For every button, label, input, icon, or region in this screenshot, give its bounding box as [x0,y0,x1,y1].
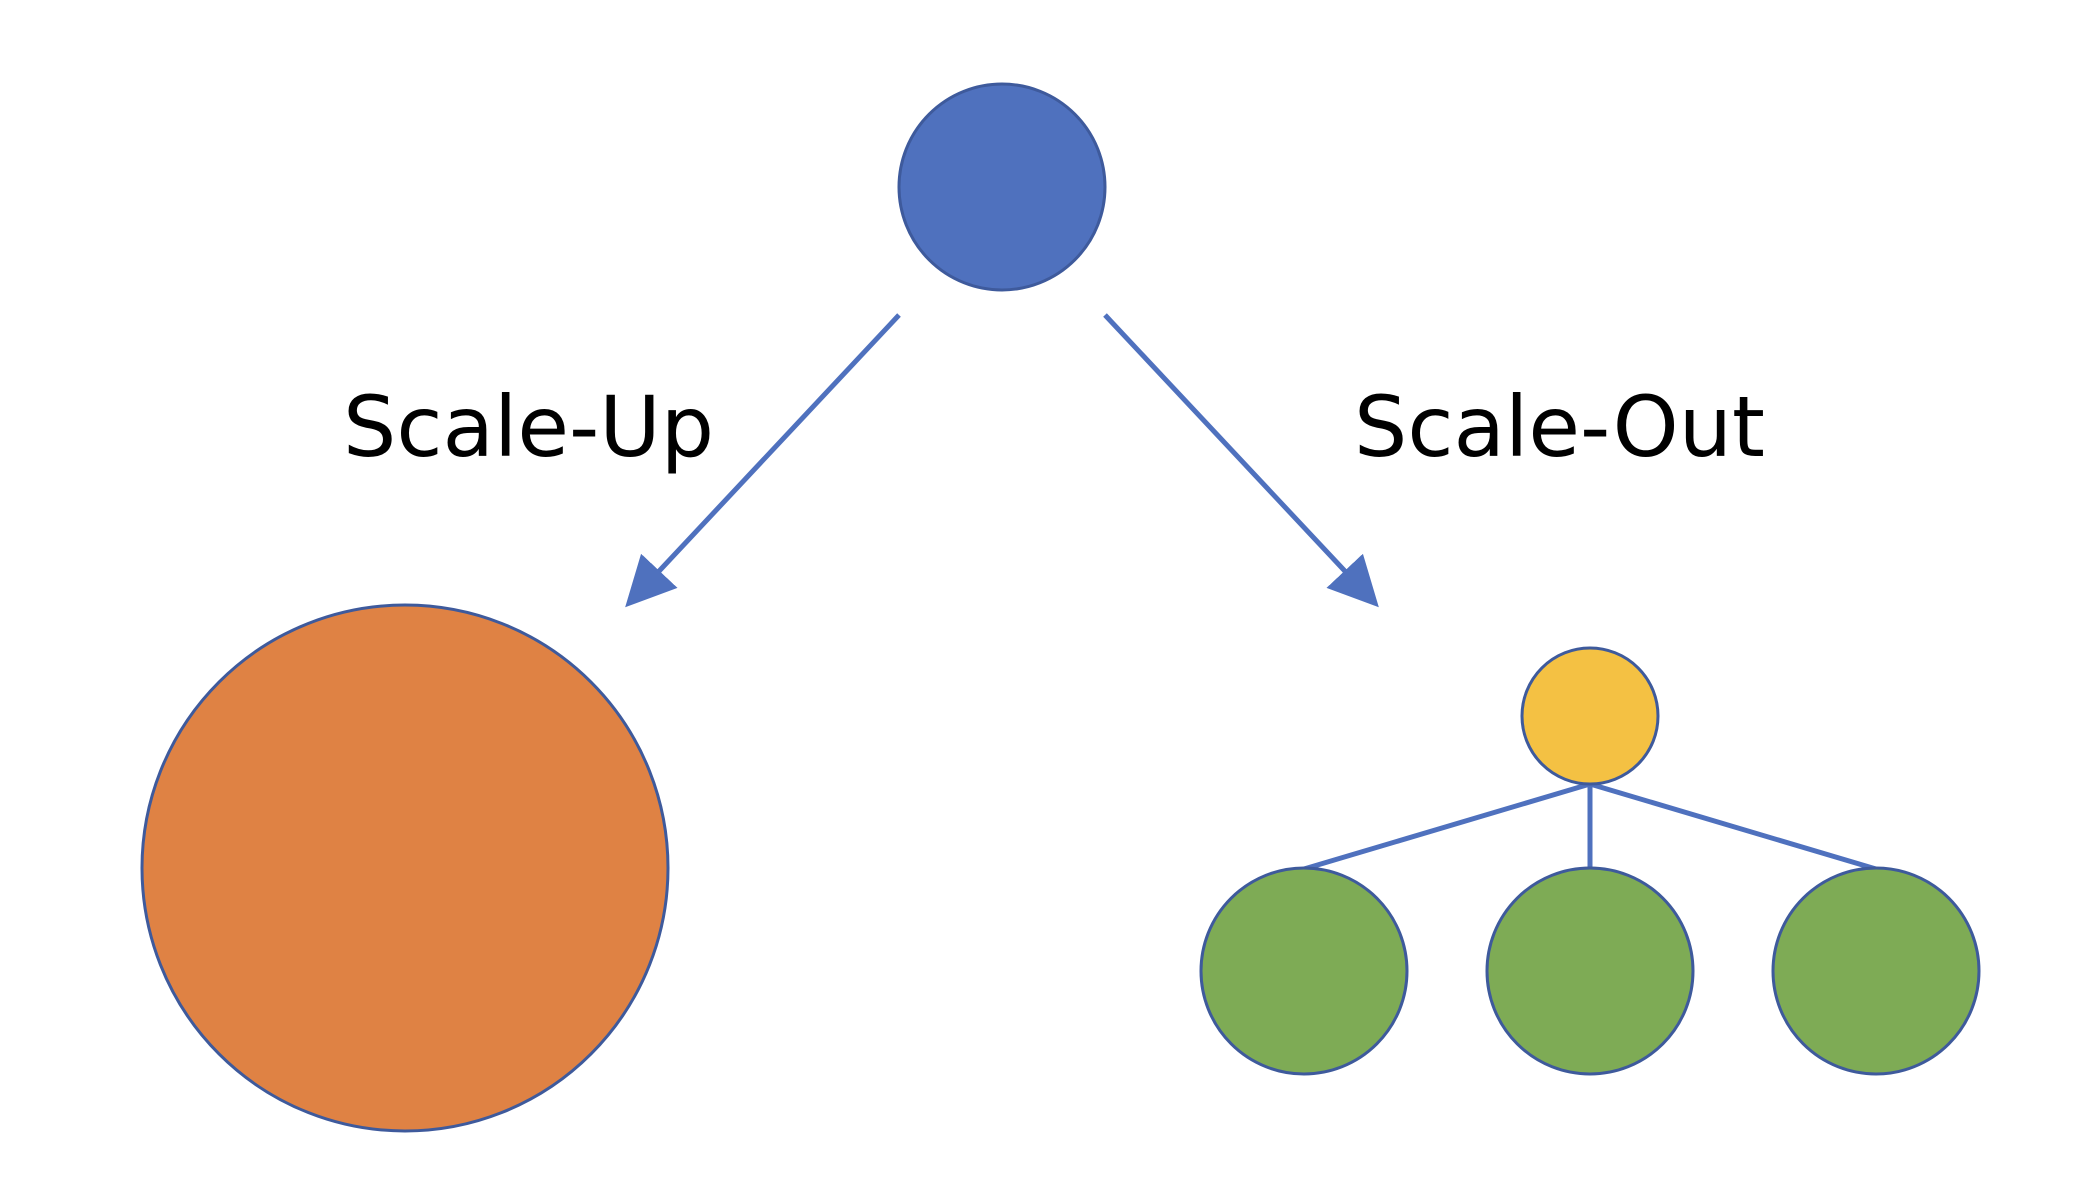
scale-out-head-node [1520,646,1660,786]
scale-up-arrow [625,313,901,608]
scale-out-worker-node-1 [1199,866,1409,1076]
scale-out-arrow [1103,313,1379,608]
scale-out-worker-node-3 [1771,866,1981,1076]
scale-out-connector-left [1303,781,1591,872]
scale-out-label: Scale-Out [1354,378,1765,476]
scale-out-worker-node-2 [1485,866,1695,1076]
scale-out-connector-right [1589,781,1877,872]
scale-up-label: Scale-Up [343,378,714,476]
original-node [897,82,1107,292]
scale-up-node [140,603,670,1133]
